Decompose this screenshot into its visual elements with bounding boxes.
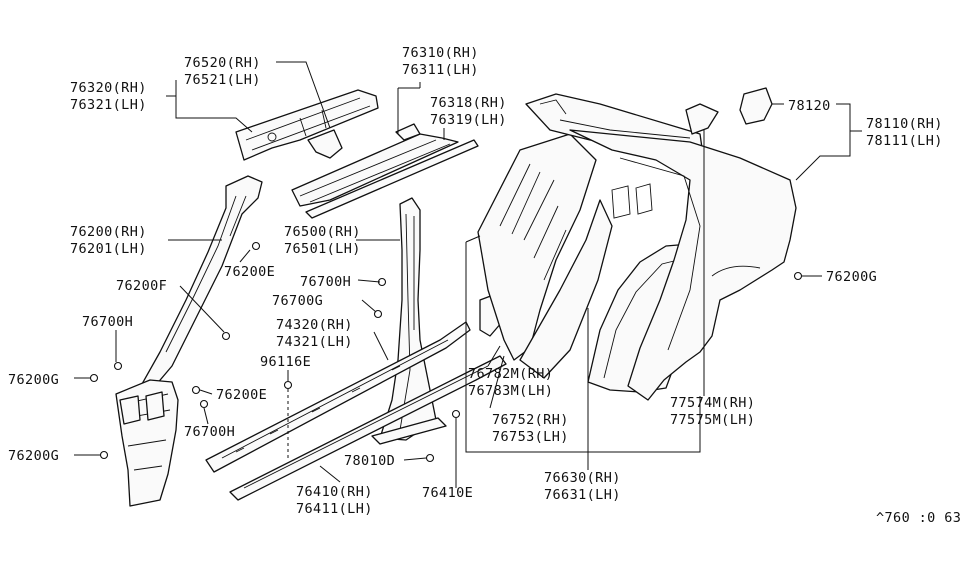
- label-76410E: 76410E: [422, 485, 473, 501]
- label-76200G-right: 76200G: [826, 269, 877, 285]
- label-77575M: 77575M(LH): [670, 412, 755, 428]
- label-96116E: 96116E: [260, 354, 311, 370]
- part-front-pillar: [115, 175, 263, 507]
- part-labels: 76520(RH) 76521(LH) 76320(RH) 76321(LH) …: [8, 45, 961, 526]
- label-76319: 76319(LH): [430, 112, 507, 128]
- label-76500: 76500(RH): [284, 224, 361, 240]
- label-76321: 76321(LH): [70, 97, 147, 113]
- leader-lines: [74, 61, 862, 488]
- fastener-76700G: [373, 309, 383, 319]
- label-76752: 76752(RH): [492, 412, 569, 428]
- label-76783M: 76783M(LH): [468, 383, 553, 399]
- fastener-76200E-bottom: [191, 385, 201, 395]
- label-76318: 76318(RH): [430, 95, 507, 111]
- label-78120: 78120: [788, 98, 831, 114]
- fastener-78010D: [425, 453, 435, 463]
- fastener-76700H-left: [113, 361, 123, 371]
- label-76201: 76201(LH): [70, 241, 147, 257]
- label-76753: 76753(LH): [492, 429, 569, 445]
- label-77574M: 77574M(RH): [670, 395, 755, 411]
- label-76320: 76320(RH): [70, 80, 147, 96]
- label-76311: 76311(LH): [402, 62, 479, 78]
- fastener-96116E: [283, 380, 293, 390]
- part-roof-rail-inner: [235, 89, 379, 161]
- part-gusset-78120: [739, 87, 773, 125]
- label-76200G-bottom: 76200G: [8, 448, 59, 464]
- label-76310: 76310(RH): [402, 45, 479, 61]
- fastener-76200G-left: [89, 373, 99, 383]
- fastener-76200F: [221, 331, 231, 341]
- label-74320: 74320(RH): [276, 317, 353, 333]
- part-rear-inner-panel: [477, 133, 613, 379]
- label-76410: 76410(RH): [296, 484, 373, 500]
- label-76200F: 76200F: [116, 278, 167, 294]
- part-sill-outer: [229, 355, 507, 501]
- part-center-pillar: [371, 197, 447, 445]
- fastener-76200G-bottom: [99, 450, 109, 460]
- label-76782M: 76782M(RH): [468, 366, 553, 382]
- fastener-76700H-bottom: [199, 399, 209, 409]
- label-78110: 78110(RH): [866, 116, 943, 132]
- label-76700H-bottom: 76700H: [184, 424, 235, 440]
- fasteners: [89, 241, 803, 463]
- part-roof-rail-outer: [291, 123, 479, 219]
- label-78010D: 78010D: [344, 453, 395, 469]
- label-74321: 74321(LH): [276, 334, 353, 350]
- label-76700H-mid: 76700H: [300, 274, 351, 290]
- fastener-76410E: [451, 409, 461, 419]
- label-76200E-bottom: 76200E: [216, 387, 267, 403]
- part-sill-inner: [205, 321, 471, 473]
- label-76700G: 76700G: [272, 293, 323, 309]
- label-76631: 76631(LH): [544, 487, 621, 503]
- label-76521: 76521(LH): [184, 72, 261, 88]
- part-rear-quarter-outer: [569, 129, 797, 401]
- fastener-76200G-right: [793, 271, 803, 281]
- label-76501: 76501(LH): [284, 241, 361, 257]
- label-76700H-left: 76700H: [82, 314, 133, 330]
- label-76520: 76520(RH): [184, 55, 261, 71]
- label-76200: 76200(RH): [70, 224, 147, 240]
- fastener-76200E-top: [251, 241, 261, 251]
- label-76200E-top: 76200E: [224, 264, 275, 280]
- label-76630: 76630(RH): [544, 470, 621, 486]
- label-76411: 76411(LH): [296, 501, 373, 517]
- label-76200G-left: 76200G: [8, 372, 59, 388]
- diagram-reference-code: ^760 :0 63: [876, 510, 961, 526]
- part-bracket-top: [685, 103, 719, 135]
- label-78111: 78111(LH): [866, 133, 943, 149]
